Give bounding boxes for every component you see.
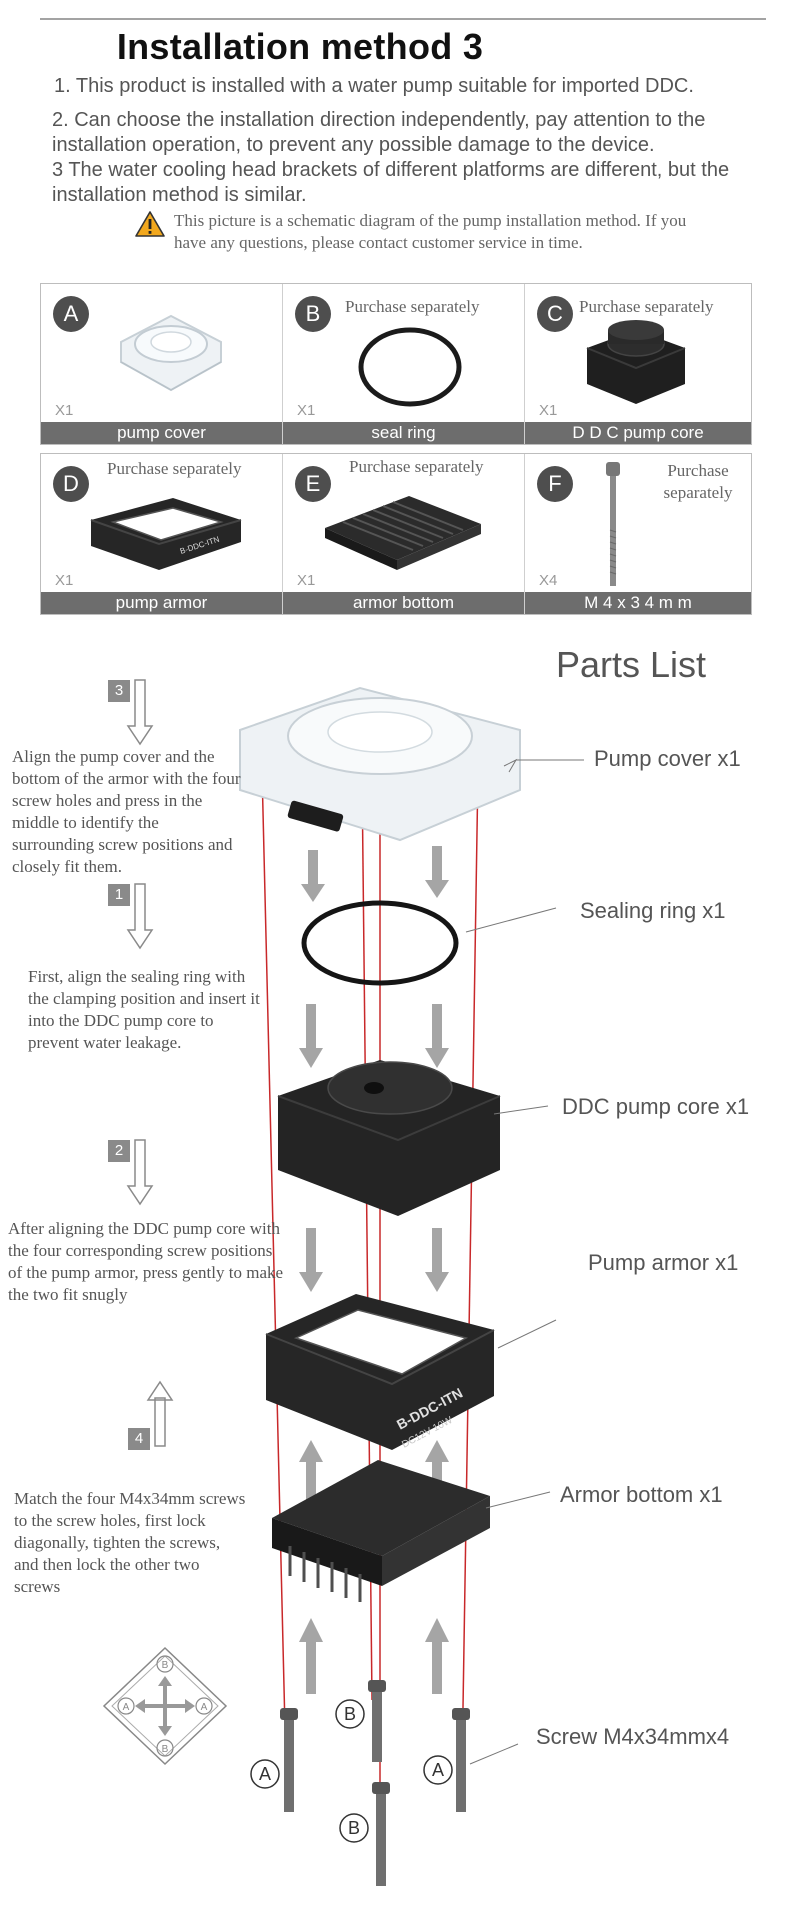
- label-armor-bottom: Armor bottom x1: [560, 1482, 723, 1507]
- step-3-badge: 3: [108, 680, 130, 702]
- page-title: Installation method 3: [116, 26, 484, 67]
- instruction-step-1: First, align the sealing ring with the c…: [28, 967, 260, 1052]
- part-letter: D: [53, 466, 89, 502]
- part-name: D D C pump core: [525, 422, 751, 444]
- warning-icon: [135, 211, 165, 237]
- pump-armor-image: B-DDC-ITN: [90, 498, 242, 570]
- intro-line-1: 1. This product is installed with a wate…: [54, 75, 694, 97]
- part-letter: F: [537, 466, 573, 502]
- part-card-a: A X1 pump cover: [41, 284, 283, 444]
- purchase-note: Purchase separately: [345, 297, 480, 316]
- instruction-step-4: Match the four M4x34mm screws to the scr…: [14, 1489, 246, 1596]
- label-sealing-ring: Sealing ring x1: [580, 898, 726, 923]
- intro-line-2: 2. Can choose the installation direction…: [52, 109, 706, 156]
- part-letter: A: [53, 296, 89, 332]
- part-qty: X1: [55, 402, 74, 419]
- part-qty: X1: [539, 402, 558, 419]
- schematic-note: This picture is a schematic diagram of t…: [174, 211, 687, 252]
- parts-list-heading: Parts List: [556, 644, 707, 685]
- label-pump-cover: Pump cover x1: [594, 746, 741, 771]
- part-letter: E: [295, 466, 331, 502]
- ddc-core-drawing: [277, 1060, 501, 1216]
- step-2-badge: 2: [108, 1140, 130, 1162]
- part-qty: X1: [297, 572, 316, 589]
- pump-cover-image: [120, 314, 222, 392]
- purchase-note: Purchase separately: [349, 457, 484, 476]
- tightening-order-diagram: B B A A: [102, 1646, 228, 1766]
- screw-letter-a-left: A: [259, 1764, 271, 1784]
- instruction-step-3: Align the pump cover and the bottom of t…: [12, 747, 241, 876]
- parts-grid-row-2: D Purchase separately B-DDC-ITN X1 pump …: [40, 453, 752, 615]
- part-qty: X1: [297, 402, 316, 419]
- top-divider: [40, 18, 766, 20]
- intro-line-3: 3 The water cooling head brackets of dif…: [52, 159, 730, 206]
- part-name: seal ring: [283, 422, 524, 444]
- purchase-note: Purchase separately: [107, 459, 242, 478]
- pump-cover-drawing: [239, 686, 521, 842]
- part-letter: B: [295, 296, 331, 332]
- part-qty: X1: [55, 572, 74, 589]
- part-card-f: F Purchase separately X4 M 4 x 3 4 m m: [525, 454, 751, 614]
- step-4-badge: 4: [128, 1428, 150, 1450]
- label-ddc-core: DDC pump core x1: [562, 1094, 750, 1119]
- screw-letter-b-bottom: B: [348, 1818, 360, 1838]
- instruction-step-2: After aligning the DDC pump core with th…: [8, 1219, 284, 1304]
- order-letter-bottom: B: [162, 1744, 169, 1755]
- part-qty: X4: [539, 572, 558, 589]
- exploded-assembly-diagram: B-DDC-ITN DC12V 10W B A A B: [102, 679, 584, 1886]
- part-card-d: D Purchase separately B-DDC-ITN X1 pump …: [41, 454, 283, 614]
- pump-armor-drawing: B-DDC-ITN DC12V 10W: [265, 1294, 495, 1451]
- part-card-c: C Purchase separately X1 D D C pump core: [525, 284, 751, 444]
- part-letter: C: [537, 296, 573, 332]
- sealing-ring-drawing: [301, 900, 459, 986]
- screw-letter-a-right: A: [432, 1760, 444, 1780]
- order-letter-top: B: [162, 1660, 169, 1671]
- parts-grid-row-1: A X1 pump cover B Purchase separately X1…: [40, 283, 752, 445]
- label-pump-armor: Pump armor x1: [588, 1250, 739, 1275]
- armor-bottom-image: [325, 496, 481, 570]
- seal-ring-image: [358, 327, 462, 407]
- part-card-b: B Purchase separately X1 seal ring: [283, 284, 525, 444]
- part-name: M 4 x 3 4 m m: [525, 592, 751, 614]
- order-letter-right: A: [201, 1702, 208, 1713]
- screws-drawing: [280, 1680, 470, 1886]
- part-name: pump armor: [41, 592, 282, 614]
- screw-letter-b-top: B: [344, 1704, 356, 1724]
- purchase-note: Purchase separately: [579, 297, 714, 316]
- part-name: armor bottom: [283, 592, 524, 614]
- part-name: pump cover: [41, 422, 282, 444]
- ddc-core-image: [586, 320, 686, 404]
- label-screw: Screw M4x34mmx4: [536, 1724, 730, 1749]
- part-card-e: E Purchase separately X1 armor bottom: [283, 454, 525, 614]
- armor-bottom-drawing: [272, 1460, 490, 1602]
- screw-image: [606, 462, 620, 586]
- purchase-note: Purchase separately: [663, 461, 733, 502]
- step-1-badge: 1: [108, 884, 130, 906]
- order-letter-left: A: [123, 1702, 130, 1713]
